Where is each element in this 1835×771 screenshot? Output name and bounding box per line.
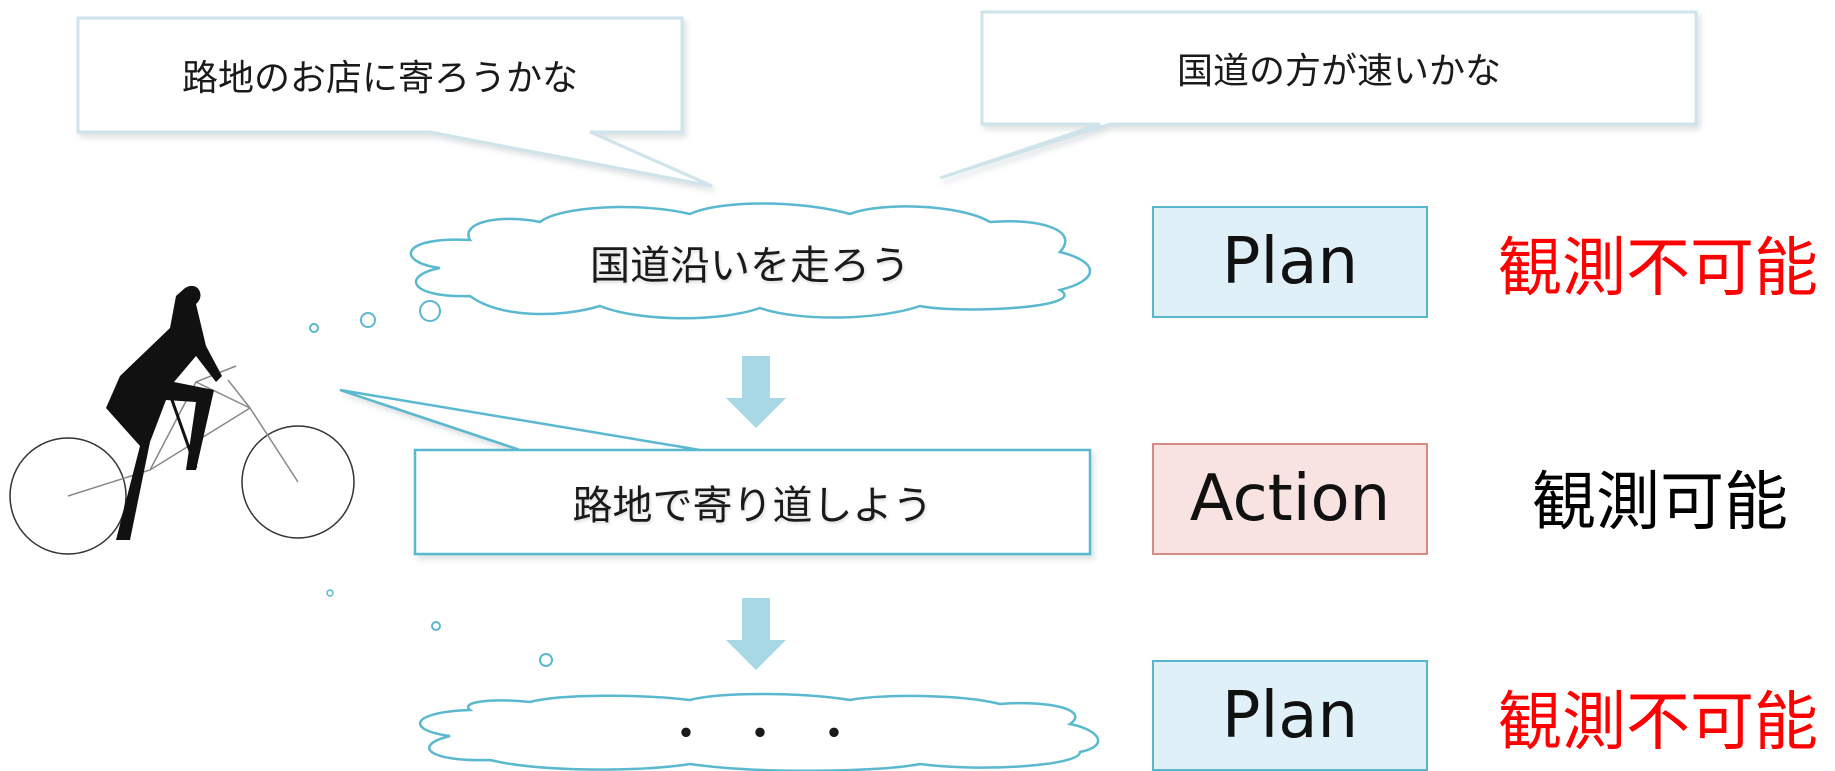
thought-dot (326, 589, 334, 597)
speech-bubble-right (939, 10, 1698, 180)
down-arrow-icon (726, 598, 786, 670)
action-text: 路地で寄り道しよう (572, 483, 933, 529)
action-tag: Action (1152, 443, 1428, 555)
plan-tag: Plan (1152, 206, 1428, 318)
thought-dot (309, 323, 319, 333)
cyclist-silhouette-icon (9, 285, 355, 555)
observability-label-unobservable: 観測不可能 (1498, 686, 1818, 760)
thought-cloud-next (418, 692, 1100, 771)
next-plan-ellipsis: ・・・ (664, 709, 886, 760)
plan-tag: Plan (1152, 660, 1428, 771)
thought-dot (539, 653, 553, 667)
action-callout (339, 388, 1092, 556)
thought-dot (419, 300, 441, 322)
thought-cloud-plan (409, 202, 1092, 320)
speech-bubble-left (76, 16, 713, 188)
observability-label-unobservable: 観測不可能 (1498, 232, 1818, 306)
speech-bubble-left-text: 路地のお店に寄ろうかな (181, 58, 578, 99)
observability-label-observable: 観測可能 (1532, 466, 1788, 540)
plan-thought-text: 国道沿いを走ろう (590, 243, 910, 289)
down-arrow-icon (726, 356, 786, 428)
speech-bubble-right-text: 国道の方が速いかな (1176, 51, 1501, 92)
thought-dot (360, 312, 376, 328)
thought-dot (431, 621, 441, 631)
